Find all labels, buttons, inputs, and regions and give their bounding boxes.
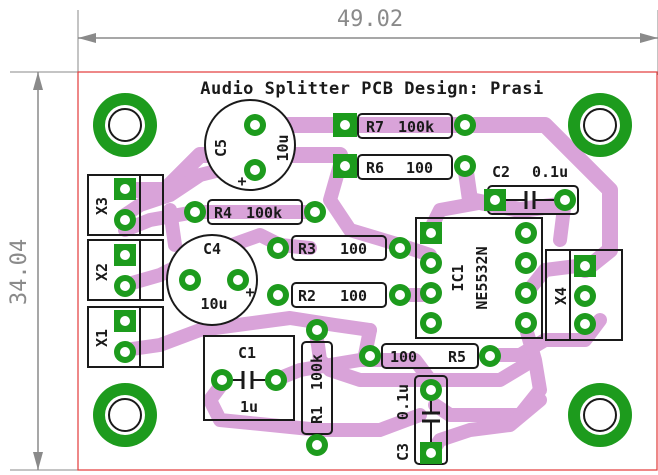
resistor-r1: R1 100k xyxy=(301,319,333,456)
c4-plus: + xyxy=(245,283,254,301)
mounting-hole-tl xyxy=(93,93,157,157)
r7-ref: R7 xyxy=(366,118,384,136)
connector-x3: X3 xyxy=(87,174,164,236)
board-title: Audio Splitter PCB Design: Prasi xyxy=(200,79,544,99)
mounting-holes xyxy=(93,93,632,447)
board-outline xyxy=(77,71,658,471)
ic1-value: NE5532N xyxy=(473,246,491,309)
r2-ref: R2 xyxy=(298,287,316,305)
capacitor-c5: C5 10u + xyxy=(204,99,296,191)
r1-value: 100k xyxy=(308,354,326,390)
capacitor-c3: 0.1u C3 xyxy=(394,375,448,465)
connector-x2: X2 xyxy=(87,239,164,301)
c1-ref: C1 xyxy=(238,344,256,362)
r1-ref: R1 xyxy=(308,406,326,424)
r3-value: 100 xyxy=(340,240,367,258)
capacitor-c2: C2 0.1u xyxy=(484,163,579,215)
r5-ref: R5 xyxy=(448,348,466,366)
c2-value: 0.1u xyxy=(532,163,568,181)
r6-value: 100 xyxy=(406,159,433,177)
x3-label: X3 xyxy=(93,197,111,215)
connector-x4: X4 xyxy=(545,249,623,341)
c3-value: 0.1u xyxy=(394,384,412,420)
c5-ref: C5 xyxy=(212,139,230,157)
capacitor-c1: C1 1u xyxy=(203,335,295,421)
c3-ref: C3 xyxy=(394,443,412,461)
c5-plus: + xyxy=(237,172,246,190)
connector-x1: X1 xyxy=(87,306,164,368)
ic1-ne5532n: IC1 NE5532N xyxy=(415,217,543,339)
r3-ref: R3 xyxy=(298,240,316,258)
capacitor-c4: C4 10u + xyxy=(166,234,258,326)
x4-label: X4 xyxy=(552,287,570,305)
width-dimension-label: 49.02 xyxy=(337,7,403,32)
mounting-hole-bl xyxy=(93,383,157,447)
c5-value: 10u xyxy=(274,134,292,161)
mounting-hole-br xyxy=(568,383,632,447)
height-dimension-label: 34.04 xyxy=(7,239,32,305)
c1-value: 1u xyxy=(240,398,258,416)
resistor-r5: 100 R5 xyxy=(359,343,501,369)
r7-value: 100k xyxy=(398,118,434,136)
ic1-ref: IC1 xyxy=(449,264,467,291)
r4-value: 100k xyxy=(246,204,282,222)
dimension-height: 34.04 xyxy=(7,71,78,471)
x1-label: X1 xyxy=(93,329,111,347)
r4-ref: R4 xyxy=(214,204,232,222)
mounting-hole-tr xyxy=(568,93,632,157)
c4-value: 10u xyxy=(200,295,227,313)
resistor-r3: R3 100 xyxy=(267,235,411,261)
resistor-r4: R4 100k xyxy=(184,199,326,225)
resistor-r6: R6 100 xyxy=(333,154,476,180)
dimension-width: 49.02 xyxy=(77,7,658,75)
resistor-r7: R7 100k xyxy=(333,113,476,139)
c2-ref: C2 xyxy=(492,163,510,181)
resistor-r2: R2 100 xyxy=(267,282,411,308)
r6-ref: R6 xyxy=(366,159,384,177)
c4-ref: C4 xyxy=(203,240,221,258)
r2-value: 100 xyxy=(340,287,367,305)
r5-value: 100 xyxy=(390,348,417,366)
x2-label: X2 xyxy=(93,263,111,281)
